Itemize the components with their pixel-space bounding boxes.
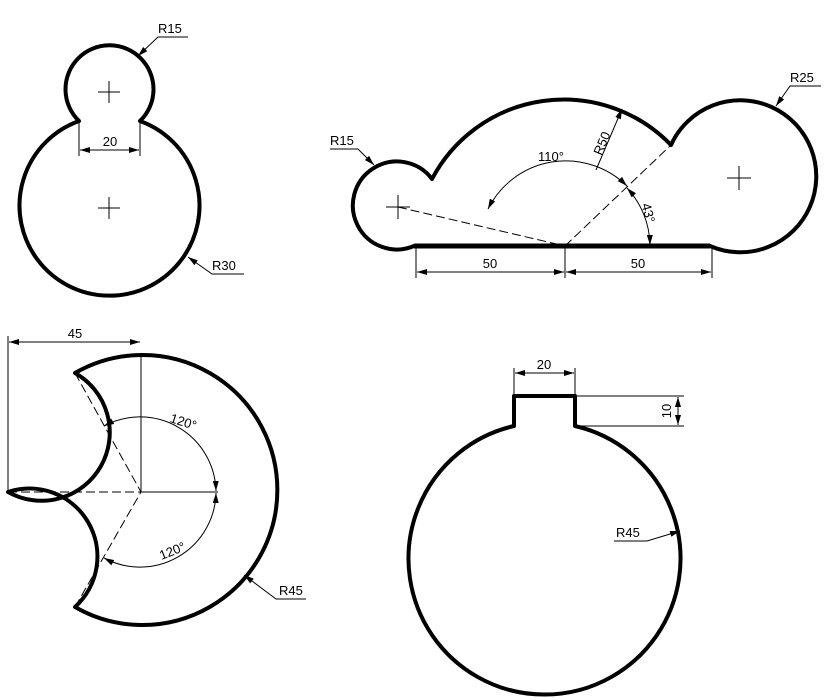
cutout-disc-outline <box>6 353 280 627</box>
r45-label-keyed: R45 <box>616 525 640 540</box>
r45-leader-keyed <box>614 530 681 542</box>
r25-leader <box>775 85 821 107</box>
dim-20-label: 20 <box>103 134 117 149</box>
dim-45-label: 45 <box>68 326 82 341</box>
construction-line-top <box>74 372 142 493</box>
r30-label: R30 <box>212 258 236 273</box>
center-mark-right-circle <box>727 166 751 190</box>
construction-line-bottom <box>74 491 142 608</box>
angle-110-label: 110° <box>538 149 564 164</box>
figure-2-cloud: 110° 43° R50 R15 R25 50 50 <box>330 70 821 278</box>
dim-10-extension-lines <box>577 395 684 427</box>
angle-120-top-arc <box>103 416 219 492</box>
center-mark-left-circle <box>386 195 410 219</box>
angle-120-top-label: 120° <box>168 410 198 433</box>
figure-4-keyed-disc: 20 10 R45 <box>406 357 684 697</box>
angle-110-arc <box>487 160 628 210</box>
r15-leader-cloud <box>330 148 375 166</box>
snowman-outline <box>17 43 202 298</box>
r30-leader <box>187 256 244 275</box>
center-mark-large-circle <box>98 197 120 219</box>
r45-leader-cutout <box>243 574 306 600</box>
cloud-outline <box>350 97 819 255</box>
dim-50-extension-lines <box>415 248 713 278</box>
construction-line-right <box>564 144 672 247</box>
angle-43-arc <box>626 187 653 246</box>
r50-dim-line <box>595 108 623 171</box>
construction-line-left <box>397 206 566 247</box>
dim-20-extension-lines <box>78 121 141 156</box>
r45-label-cutout: R45 <box>279 583 303 598</box>
figure-1-snowman: 20 R15 R30 <box>17 21 244 298</box>
dim-20-key-extension-lines <box>513 368 576 394</box>
dim-20-key-label: 20 <box>537 357 551 372</box>
center-mark-small-circle <box>98 81 120 103</box>
keyed-disc-outline <box>406 394 683 697</box>
dim-10-label: 10 <box>659 404 674 418</box>
dim-50-right-label: 50 <box>631 256 645 271</box>
r50-label: R50 <box>590 129 613 157</box>
r15-label-cloud: R15 <box>330 133 354 148</box>
angle-43-label: 43° <box>639 201 659 224</box>
r15-leader <box>137 36 188 57</box>
dim-50-left-label: 50 <box>483 256 497 271</box>
figure-3-cutout-disc: 45 120° 120° R45 <box>6 326 306 627</box>
angle-120-bottom-arc <box>103 492 219 568</box>
angle-120-bottom-label: 120° <box>157 539 188 563</box>
r25-label: R25 <box>790 70 814 85</box>
r15-label: R15 <box>158 21 182 36</box>
